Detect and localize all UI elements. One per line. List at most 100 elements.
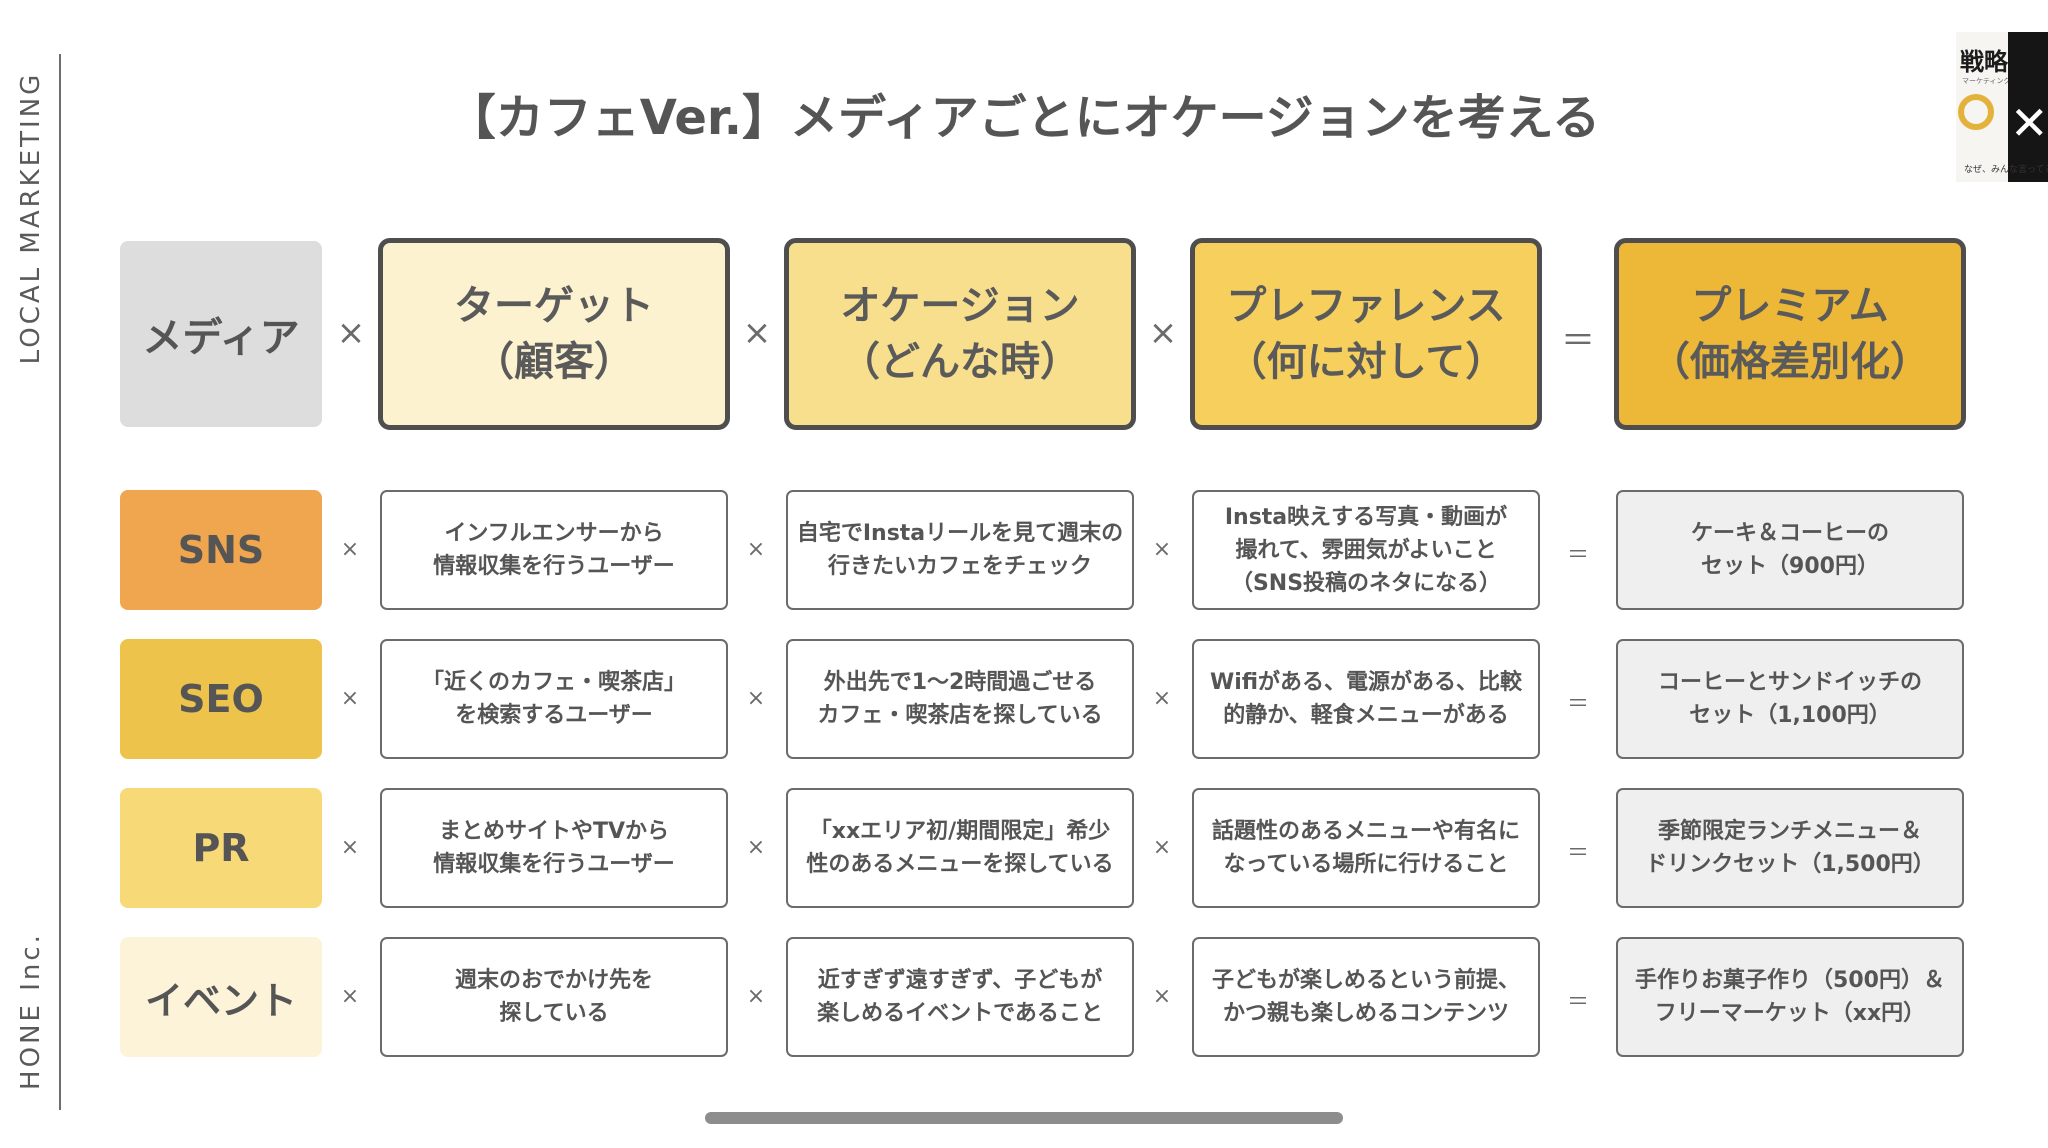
book-title: 戦略 bbox=[1960, 47, 2008, 76]
cell-line: ケーキ＆コーヒーの bbox=[1690, 521, 1889, 546]
cell-line: インフルエンサーから bbox=[444, 521, 664, 546]
book-thumbnail[interactable]: 戦略 マーケティング ✕ なぜ、みんな言ってることが違うの？ bbox=[1956, 32, 2048, 182]
equals-operator: ＝ bbox=[1566, 990, 1589, 1015]
cell-line: コーヒーとサンドイッチの bbox=[1657, 670, 1922, 695]
header-premium: プレミアム （価格差別化） bbox=[1614, 238, 1966, 430]
times-operator: × bbox=[340, 686, 360, 711]
equals-operator: ＝ bbox=[1566, 692, 1589, 717]
cell-line: 情報収集を行うユーザー bbox=[433, 852, 675, 877]
cell-line: 話題性のあるメニューや有名に bbox=[1211, 819, 1520, 844]
cell-line: セット（1,100円） bbox=[1689, 703, 1891, 728]
target-cell: まとめサイトやTVから情報収集を行うユーザー bbox=[380, 788, 728, 908]
cell-line: なっている場所に行けること bbox=[1223, 852, 1509, 877]
media-label: PR bbox=[192, 826, 250, 870]
header-preference-label: プレファレンス bbox=[1226, 283, 1506, 329]
cell-line: 週末のおでかけ先を bbox=[454, 968, 653, 993]
cell-line: Insta映えする写真・動画が bbox=[1224, 504, 1508, 530]
times-operator: × bbox=[340, 984, 360, 1009]
cell-line: フリーマーケット（xx円） bbox=[1654, 1001, 1926, 1026]
media-seo: SEO bbox=[120, 639, 322, 759]
target-cell: インフルエンサーから情報収集を行うユーザー bbox=[380, 490, 728, 610]
cell-line: 行きたいカフェをチェック bbox=[827, 554, 1092, 579]
cell-line: まとめサイトやTVから bbox=[438, 819, 670, 844]
cell-line: 外出先で1〜2時間過ごせる bbox=[823, 670, 1097, 695]
times-operator: × bbox=[746, 835, 766, 860]
cell-line: 的静か、軽食メニューがある bbox=[1223, 703, 1509, 728]
book-subtitle: マーケティング bbox=[1962, 77, 2011, 85]
ring-graphic bbox=[1958, 94, 1994, 130]
occasion-cell: 自宅でInstaリールを見て週末の行きたいカフェをチェック bbox=[786, 490, 1134, 610]
cell-line: 楽しめるイベントであること bbox=[817, 1001, 1103, 1026]
cell-line: 近すぎず遠すぎず、子どもが bbox=[817, 968, 1103, 993]
cell-line: 子どもが楽しめるという前提、 bbox=[1211, 968, 1520, 993]
cell-line: Wifiがある、電源がある、比較 bbox=[1209, 670, 1523, 695]
cell-line: 撮れて、雰囲気がよいこと bbox=[1235, 537, 1497, 563]
media-label: SEO bbox=[178, 677, 264, 721]
header-premium-label: プレミアム bbox=[1691, 283, 1889, 329]
times-operator: × bbox=[746, 686, 766, 711]
times-operator: × bbox=[340, 537, 360, 562]
cell-line: 「近くのカフェ・喫茶店」 bbox=[421, 670, 686, 695]
thumbnail-dark-panel bbox=[2008, 32, 2048, 182]
times-operator: × bbox=[1148, 313, 1178, 353]
occasion-cell: 近すぎず遠すぎず、子どもが楽しめるイベントであること bbox=[786, 937, 1134, 1057]
cell-line: セット（900円） bbox=[1701, 554, 1879, 579]
header-target-sub: （顧客） bbox=[474, 339, 634, 385]
cell-line: カフェ・喫茶店を探している bbox=[817, 703, 1103, 728]
header-occasion-label: オケージョン bbox=[840, 283, 1080, 329]
equals-operator: ＝ bbox=[1566, 841, 1589, 866]
times-operator: × bbox=[1152, 835, 1172, 860]
cell-line: 「xxエリア初/期間限定」希少 bbox=[809, 819, 1111, 844]
times-operator: × bbox=[340, 835, 360, 860]
header-preference-sub: （何に対して） bbox=[1226, 339, 1506, 385]
times-operator: × bbox=[742, 313, 772, 353]
header-media: メディア bbox=[120, 241, 322, 427]
occasion-cell: 外出先で1〜2時間過ごせるカフェ・喫茶店を探している bbox=[786, 639, 1134, 759]
times-operator: × bbox=[1152, 537, 1172, 562]
home-indicator-bar[interactable] bbox=[705, 1112, 1343, 1124]
occasion-cell: 「xxエリア初/期間限定」希少性のあるメニューを探している bbox=[786, 788, 1134, 908]
cell-line: 自宅でInstaリールを見て週末の bbox=[796, 521, 1124, 546]
media-pr: PR bbox=[120, 788, 322, 908]
page-title: 【カフェVer.】メディアごとにオケージョンを考える bbox=[447, 90, 1601, 146]
cell-line: 探している bbox=[499, 1001, 609, 1026]
cell-line: を検索するユーザー bbox=[455, 703, 653, 728]
book-caption: なぜ、みんな言ってることが違うの？ bbox=[1964, 165, 2048, 175]
times-operator: × bbox=[1152, 686, 1172, 711]
cell-line: 性のあるメニューを探している bbox=[806, 852, 1114, 877]
close-icon[interactable]: ✕ bbox=[2010, 96, 2048, 150]
header-preference: プレファレンス （何に対して） bbox=[1190, 238, 1542, 430]
times-operator: × bbox=[1152, 984, 1172, 1009]
preference-cell: 話題性のあるメニューや有名になっている場所に行けること bbox=[1192, 788, 1540, 908]
premium-cell: 手作りお菓子作り（500円）＆ フリーマーケット（xx円） bbox=[1616, 937, 1964, 1057]
preference-cell: Insta映えする写真・動画が撮れて、雰囲気がよいこと （SNS投稿のネタになる） bbox=[1192, 490, 1540, 610]
equals-operator: ＝ bbox=[1566, 543, 1589, 568]
cell-line: ドリンクセット（1,500円） bbox=[1645, 852, 1935, 877]
cell-line: かつ親も楽しめるコンテンツ bbox=[1222, 1001, 1509, 1026]
media-label: イベント bbox=[144, 978, 297, 1023]
premium-cell: 季節限定ランチメニュー＆ ドリンクセット（1,500円） bbox=[1616, 788, 1964, 908]
cell-line: 手作りお菓子作り（500円）＆ bbox=[1635, 968, 1945, 993]
preference-cell: Wifiがある、電源がある、比較的静か、軽食メニューがある bbox=[1192, 639, 1540, 759]
equals-operator: ＝ bbox=[1561, 321, 1595, 361]
preference-cell: 子どもが楽しめるという前提、かつ親も楽しめるコンテンツ bbox=[1192, 937, 1540, 1057]
media-sns: SNS bbox=[120, 490, 322, 610]
media-event: イベント bbox=[120, 937, 322, 1057]
premium-cell: ケーキ＆コーヒーのセット（900円） bbox=[1616, 490, 1964, 610]
header-occasion: オケージョン （どんな時） bbox=[784, 238, 1136, 430]
cell-line: 季節限定ランチメニュー＆ bbox=[1657, 819, 1922, 844]
cell-line: （SNS投稿のネタになる） bbox=[1230, 570, 1502, 596]
media-label: SNS bbox=[177, 528, 265, 572]
header-occasion-sub: （どんな時） bbox=[840, 339, 1080, 385]
times-operator: × bbox=[746, 984, 766, 1009]
sidebar-divider bbox=[59, 54, 61, 1110]
header-target: ターゲット （顧客） bbox=[378, 238, 730, 430]
times-operator: × bbox=[746, 537, 766, 562]
times-operator: × bbox=[336, 313, 366, 353]
cell-line: 情報収集を行うユーザー bbox=[433, 554, 675, 579]
sidebar-company-label: HONE Inc. bbox=[16, 932, 46, 1090]
target-cell: 「近くのカフェ・喫茶店」を検索するユーザー bbox=[380, 639, 728, 759]
header-target-label: ターゲット bbox=[454, 283, 654, 329]
premium-cell: コーヒーとサンドイッチのセット（1,100円） bbox=[1616, 639, 1964, 759]
header-media-label: メディア bbox=[142, 315, 300, 361]
